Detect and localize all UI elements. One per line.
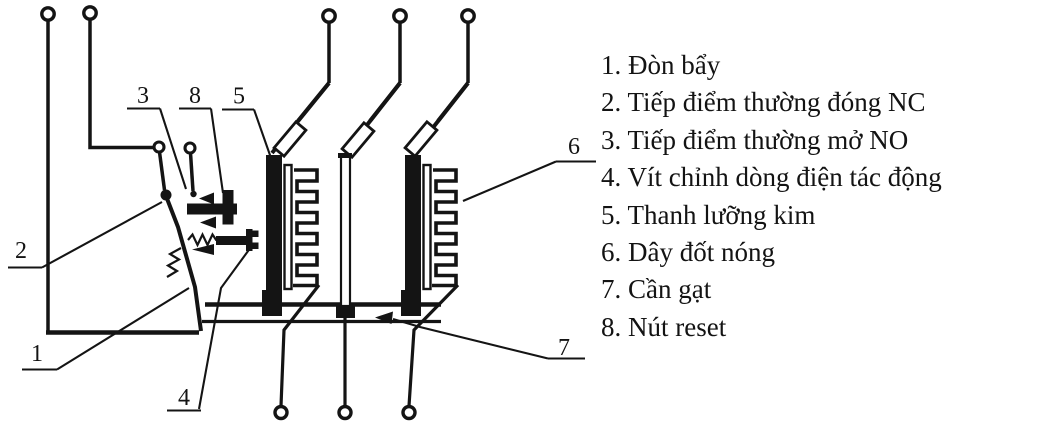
contact-pin-circle (152, 140, 166, 154)
legend-item-2: 2. Tiếp điểm thường đóng NC (601, 87, 926, 118)
legend-item-3: 3. Tiếp điểm thường mở NO (601, 124, 909, 155)
reset-contact-block (187, 190, 237, 229)
bimetal-strip (405, 155, 421, 315)
phase-element-1 (262, 8, 337, 421)
terminal-circle (273, 404, 289, 421)
arrow-left-icon (375, 311, 393, 324)
contact-pin-circle (183, 141, 197, 155)
legend-item-5: 5. Thanh lưỡng kim (601, 199, 816, 230)
legend-item-7: 7. Cần gạt (601, 274, 712, 305)
callout-7: 7 (558, 335, 570, 361)
screw-spring (187, 231, 218, 248)
legend-item-6: 6. Dây đốt nóng (601, 236, 775, 267)
left-terminal-circuit (40, 5, 199, 335)
heater-coil (293, 168, 319, 288)
callout-4: 4 (178, 385, 190, 411)
terminal-circle (392, 8, 408, 24)
callout-8: 8 (189, 83, 201, 109)
legend-item-8: 8. Nút reset (601, 311, 727, 342)
callout-3: 3 (137, 83, 149, 109)
legend-item-4: 4. Vít chỉnh dòng điện tác động (601, 162, 942, 193)
adjustment-screw (187, 229, 259, 255)
callout-1: 1 (31, 341, 43, 367)
wire-clip (340, 120, 376, 160)
terminal-circle (82, 5, 98, 21)
lever (164, 195, 203, 332)
arrow-left-icon (199, 192, 214, 205)
lever-spring (165, 247, 182, 278)
phase-element-2 (336, 8, 408, 421)
bimetal-strip (266, 155, 282, 315)
callouts: 3 8 5 2 1 4 6 7 (8, 83, 596, 412)
bimetal-strip-hollow (339, 154, 352, 308)
terminal-circle (40, 6, 56, 22)
callout-5: 5 (233, 84, 245, 110)
terminal-circle (460, 8, 476, 24)
wire-clip (403, 119, 439, 159)
arrow-left-icon (192, 244, 214, 255)
terminal-circle (321, 8, 337, 24)
arrow-left-icon (200, 216, 216, 229)
legend-item-1: 1. Đòn bẩy (601, 50, 721, 80)
terminal-circle (401, 404, 417, 421)
callout-2: 2 (15, 238, 27, 264)
heater-coil (432, 168, 458, 288)
contact-assembly (152, 140, 197, 201)
relay-diagram: 3 8 5 2 1 4 6 7 (8, 5, 596, 421)
phase-element-3 (401, 8, 476, 421)
no-contact-dot (190, 190, 197, 198)
wire-clip (272, 119, 308, 159)
legend: 1. Đòn bẩy 2. Tiếp điểm thường đóng NC 3… (601, 47, 942, 346)
terminal-circle (337, 404, 353, 421)
callout-6: 6 (568, 134, 580, 160)
